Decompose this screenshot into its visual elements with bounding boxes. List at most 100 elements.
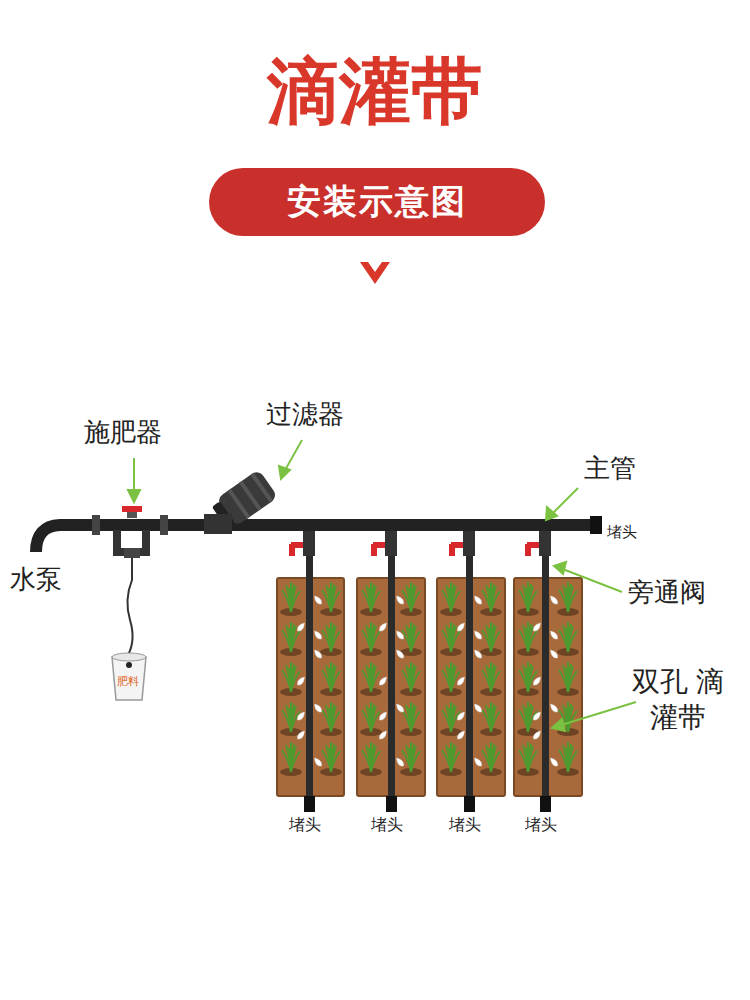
water-drop [551, 650, 558, 658]
grass-blade [568, 664, 571, 692]
water-drop [475, 631, 482, 639]
water-drop [475, 650, 482, 658]
water-drop [533, 731, 540, 739]
grass-blade [528, 584, 531, 612]
water-drop [533, 677, 540, 685]
water-drop [475, 596, 482, 604]
water-drop [379, 677, 386, 685]
grass-blade [451, 664, 454, 692]
water-drop [297, 712, 304, 720]
part-label: 双孔 滴灌带 [626, 664, 730, 737]
water-drop [533, 712, 540, 720]
water-drop [533, 623, 540, 631]
grass-blade [291, 624, 294, 652]
end-cap-label: 堵头 [371, 816, 403, 834]
water-drop [551, 758, 558, 766]
water-drop [475, 758, 482, 766]
end-cap-label: 堵头 [289, 816, 321, 834]
grass-blade [528, 744, 531, 772]
leader-lines [128, 440, 636, 731]
grass-blade [528, 704, 531, 732]
part-label: 水泵 [10, 565, 62, 595]
water-drop [457, 623, 464, 631]
grass-blade [491, 744, 494, 772]
grass-blade [491, 584, 494, 612]
grass-blade [451, 704, 454, 732]
grass-blade [568, 704, 571, 732]
bypass-valves [289, 530, 551, 556]
water-drop [397, 758, 404, 766]
grass-blade [451, 624, 454, 652]
plants [280, 582, 579, 776]
grass-blade [528, 664, 531, 692]
grass-blade [411, 624, 414, 652]
water-drop [457, 712, 464, 720]
main-pipe [36, 515, 602, 552]
water-drop [397, 596, 404, 604]
title-pill: 安装示意图 [209, 168, 545, 236]
grass-blade [568, 624, 571, 652]
water-drop [315, 631, 322, 639]
grass-blade [411, 664, 414, 692]
water-drop [457, 677, 464, 685]
grass-blade [491, 704, 494, 732]
water-drop [397, 704, 404, 712]
part-label: 主管 [584, 454, 636, 484]
filter-body [204, 514, 232, 534]
grass-blade [331, 624, 334, 652]
grass-blade [371, 584, 374, 612]
grass-blade [528, 624, 531, 652]
grass-blade [331, 704, 334, 732]
part-label: 旁通阀 [628, 578, 706, 608]
drip-drops [297, 596, 557, 766]
water-drop [397, 650, 404, 658]
grass-blade [568, 584, 571, 612]
water-drop [397, 631, 404, 639]
water-drop [379, 623, 386, 631]
water-drop [297, 623, 304, 631]
end-cap-label: 堵头 [607, 524, 637, 541]
water-drop [315, 596, 322, 604]
grass-blade [331, 584, 334, 612]
water-drop [457, 731, 464, 739]
grass-blade [411, 704, 414, 732]
water-drop [315, 650, 322, 658]
water-drop [551, 631, 558, 639]
grass-blade [451, 744, 454, 772]
grass-blade [568, 744, 571, 772]
end-caps [304, 796, 551, 812]
grass-blade [331, 744, 334, 772]
grass-blade [411, 584, 414, 612]
grass-blade [371, 664, 374, 692]
chevron [360, 262, 390, 284]
water-drop [475, 704, 482, 712]
pill-text: 安装示意图 [287, 179, 467, 225]
part-label: 过滤器 [266, 400, 344, 430]
drip-tubes [306, 530, 549, 798]
water-drop [551, 704, 558, 712]
planting-beds [277, 578, 582, 796]
title: 滴灌带 [0, 52, 750, 131]
water-drop [379, 712, 386, 720]
grass-blade [291, 664, 294, 692]
fertilizer-injector [112, 506, 146, 700]
end-cap-label: 堵头 [449, 816, 481, 834]
grass-blade [491, 624, 494, 652]
part-label: 施肥器 [84, 418, 162, 448]
grass-blade [491, 664, 494, 692]
water-drop [297, 731, 304, 739]
water-drop [297, 677, 304, 685]
bucket-label: 肥料 [117, 676, 139, 689]
grass-blade [291, 744, 294, 772]
grass-blade [331, 664, 334, 692]
end-cap-label: 堵头 [525, 816, 557, 834]
water-drop [379, 731, 386, 739]
grass-blade [291, 584, 294, 612]
water-drop [551, 596, 558, 604]
grass-blade [371, 704, 374, 732]
grass-blade [451, 584, 454, 612]
grass-blade [371, 744, 374, 772]
water-drop [315, 758, 322, 766]
grass-blade [411, 744, 414, 772]
